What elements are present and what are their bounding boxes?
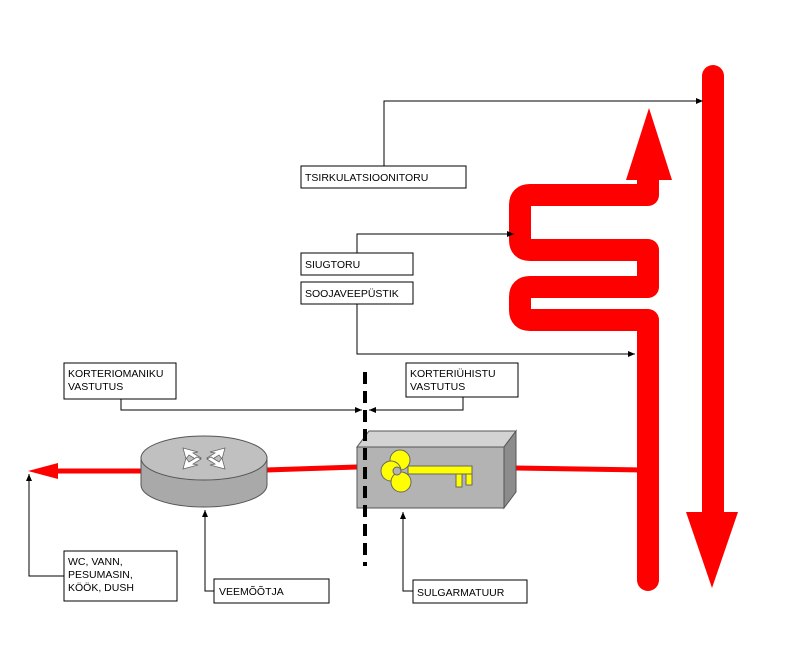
svg-text:SULGARMATUUR: SULGARMATUUR: [417, 587, 505, 599]
svg-text:KORTERIÜHISTU: KORTERIÜHISTU: [410, 368, 496, 380]
label-soojaveepystik: SOOJAVEEPÜSTIK: [300, 281, 414, 305]
label-sulgarmatuur: SULGARMATUUR: [412, 579, 528, 604]
branch-pipe: [514, 465, 641, 473]
meter-to-valve-pipe: [265, 464, 358, 473]
svg-text:KORTERIOMANIKU: KORTERIOMANIKU: [68, 368, 163, 380]
label-consumers: WC, VANN, PESUMASIN, KÖÖK, DUSH: [63, 550, 178, 602]
label-siugtoru: SIUGTORU: [300, 252, 414, 276]
svg-text:VASTUTUS: VASTUTUS: [410, 381, 465, 393]
svg-text:VASTUTUS: VASTUTUS: [68, 381, 123, 393]
svg-text:WC, VANN,: WC, VANN,: [68, 556, 123, 568]
riser-up-arrow: [626, 108, 672, 180]
label-tsirkulatsioonitoru: TSIRKULATSIOONITORU: [300, 165, 467, 189]
label-veemootja: VEEMÕÕTJA: [213, 578, 330, 604]
label-korteriuhistu-vastutus: KORTERIÜHISTU VASTUTUS: [405, 362, 519, 398]
hot-water-riser-pipe: [509, 161, 659, 591]
connector-lines: [26, 98, 703, 592]
pipes: [28, 65, 738, 591]
outlet-arrow: [28, 463, 58, 479]
svg-text:TSIRKULATSIOONITORU: TSIRKULATSIOONITORU: [305, 172, 428, 184]
svg-text:SOOJAVEEPÜSTIK: SOOJAVEEPÜSTIK: [305, 288, 399, 300]
circulation-down-arrow: [686, 512, 738, 588]
water-meter-icon: [140, 435, 268, 508]
svg-text:PESUMASIN,: PESUMASIN,: [68, 569, 133, 581]
svg-text:SIUGTORU: SIUGTORU: [305, 259, 360, 271]
svg-text:VEEMÕÕTJA: VEEMÕÕTJA: [219, 585, 284, 598]
label-korteriomaniku-vastutus: KORTERIOMANIKU VASTUTUS: [63, 362, 177, 400]
shutoff-valve-icon: [356, 429, 517, 510]
key-icon: [380, 449, 473, 493]
svg-text:KÖÖK, DUSH: KÖÖK, DUSH: [68, 582, 134, 594]
